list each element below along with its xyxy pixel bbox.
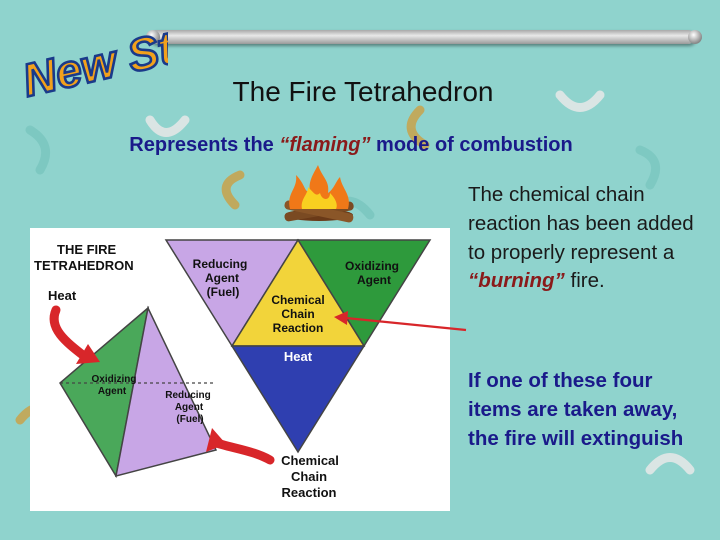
tetrahedron-diagram: THE FIRE TETRAHEDRON Heat Reducing Agent… (34, 238, 432, 500)
curved-arrow-icon (49, 305, 89, 361)
para1-main: The chemical chain reaction has been add… (468, 183, 694, 264)
heat-face (230, 345, 366, 454)
header-bar (150, 30, 695, 44)
pyramid-oxidizing-line1: Oxidizing (92, 374, 137, 385)
oxidizing-face-line2: Agent (357, 273, 391, 287)
chemical-face-line1: Chemical (271, 293, 324, 307)
oxidizing-face-line1: Oxidizing (345, 259, 399, 273)
chemical-face-line3: Reaction (273, 321, 324, 335)
reducing-face-line3: (Fuel) (207, 285, 240, 299)
pyramid-reducing-line1: Reducing (165, 390, 211, 401)
campfire-icon (284, 165, 354, 223)
curved-arrow-head (76, 344, 100, 364)
diagram-heading-line1: THE FIRE (57, 242, 117, 257)
pyramid-reducing-line3: (Fuel) (176, 414, 203, 425)
pyramid-reducing-face (115, 305, 218, 478)
reducing-face-line2: Agent (205, 271, 239, 285)
para1-end: fire. (564, 269, 605, 293)
heat-label: Heat (48, 288, 77, 303)
chemical-face-line2: Chain (281, 307, 314, 321)
header-bar-cap-right (688, 30, 702, 44)
header-bar-cap-left (146, 30, 160, 44)
chain-reaction-paragraph: The chemical chain reaction has been add… (468, 181, 708, 296)
subtitle-prefix: Represents the (129, 134, 280, 156)
pyramid-reducing-line2: Agent (175, 402, 204, 413)
extinguish-paragraph: If one of these four items are taken awa… (468, 369, 684, 450)
reducing-face-line1: Reducing (193, 257, 248, 271)
subtitle-suffix: mode of combustion (370, 134, 573, 156)
curved-arrow-head-2 (206, 428, 226, 452)
tetrahedron-figure: THE FIRE TETRAHEDRON Heat Reducing Agent… (30, 228, 450, 511)
bottom-label-line3: Reaction (282, 485, 337, 500)
slide-subtitle: Represents the “flaming” mode of combust… (0, 134, 702, 157)
subtitle-quote: “flaming” (279, 134, 371, 156)
diagram-heading-line2: TETRAHEDRON (34, 258, 134, 273)
heat-face-label: Heat (284, 349, 313, 364)
new-stuff-badge: New Stuff (16, 8, 168, 98)
pyramid-oxidizing-line2: Agent (98, 386, 127, 397)
bottom-label-line1: Chemical (281, 453, 339, 468)
bottom-label-line2: Chain (291, 469, 327, 484)
slide-title: The Fire Tetrahedron (232, 76, 494, 107)
para1-highlight: “burning” (468, 269, 565, 293)
